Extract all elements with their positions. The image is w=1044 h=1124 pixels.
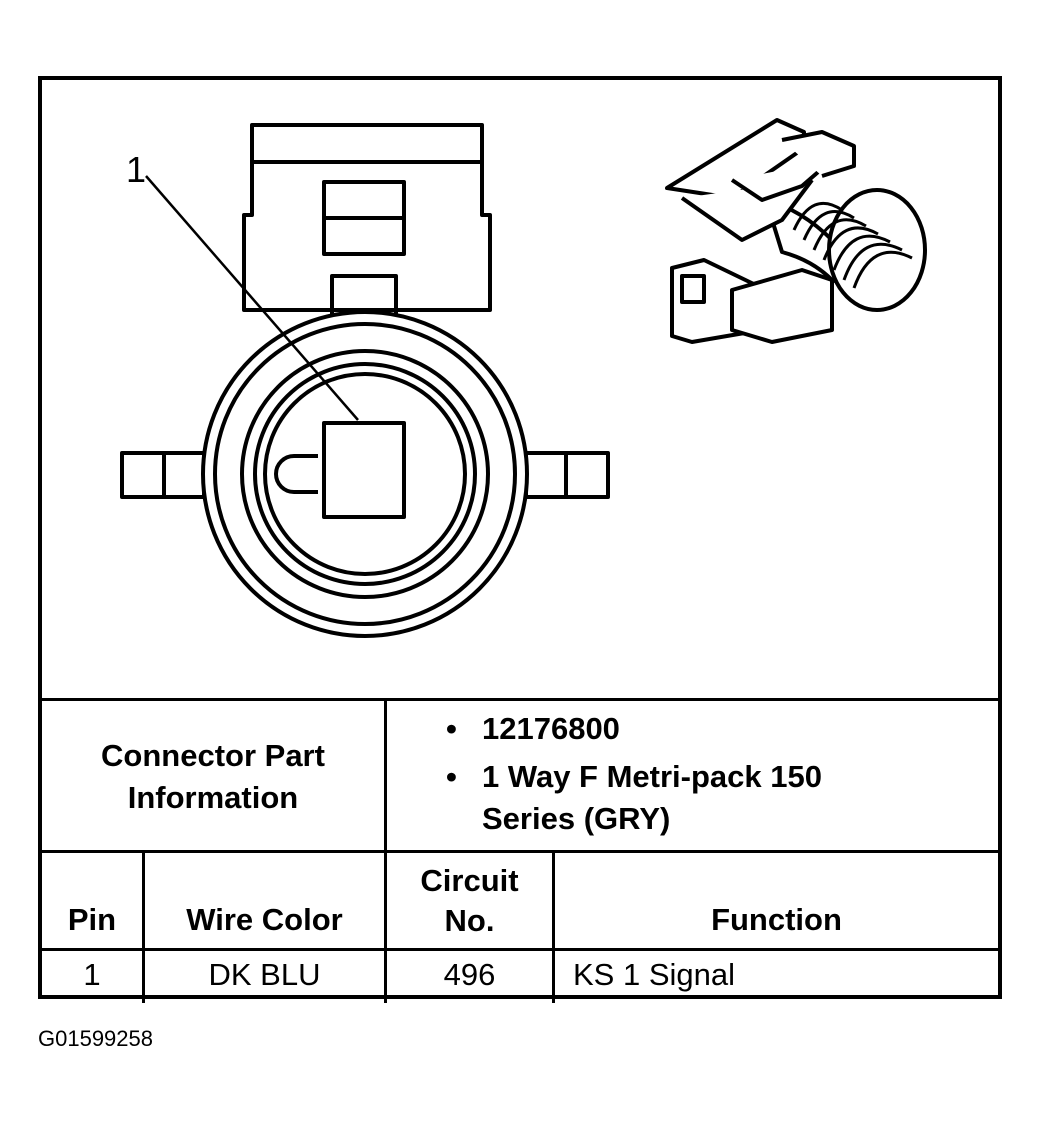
row-pin: 1 bbox=[83, 957, 101, 992]
pin-1-cavity bbox=[322, 421, 406, 519]
callout-leader bbox=[145, 175, 359, 421]
callout-label: 1 bbox=[126, 149, 146, 190]
connector-illustration: 1 bbox=[120, 118, 927, 638]
figure-id: G01599258 bbox=[38, 1026, 153, 1051]
part-number-item: •12176800 bbox=[446, 711, 620, 746]
header-circuit-no: Circuit No. bbox=[420, 862, 519, 938]
header-function: Function bbox=[711, 902, 842, 937]
header-pin: Pin bbox=[67, 902, 117, 937]
row-function: KS 1 Signal bbox=[573, 957, 735, 992]
connector-part-info-label: Connector Part Information bbox=[42, 704, 384, 850]
header-wire-color: Wire Color bbox=[186, 902, 343, 937]
connector-diagram-frame: 1 Connec bbox=[38, 76, 1002, 1003]
connector-part-info-values: •12176800 •1 Way F Metri-pack 150 Series… bbox=[446, 708, 986, 840]
connector-3d-view bbox=[665, 118, 927, 344]
row-circuit-no: 496 bbox=[443, 957, 496, 992]
connector-part-info-text: Connector Part Information bbox=[101, 738, 325, 815]
table-row: 1 DK BLU 496 KS 1 Signal bbox=[42, 951, 998, 999]
connector-type-item: •1 Way F Metri-pack 150 Series (GRY) bbox=[446, 759, 822, 836]
row-wire-color: DK BLU bbox=[208, 957, 321, 992]
connector-latch-housing bbox=[242, 123, 492, 320]
